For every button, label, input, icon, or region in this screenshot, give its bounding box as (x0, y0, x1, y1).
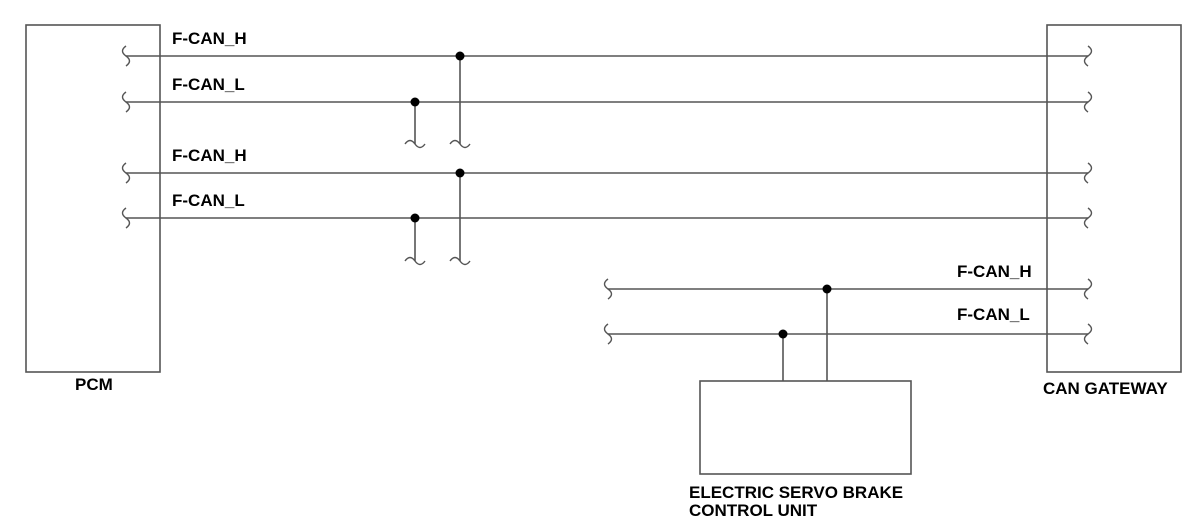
splice-node (455, 51, 465, 61)
wire-label-f-can-h: F-CAN_H (172, 146, 247, 165)
wire-break-icon (121, 45, 131, 67)
wire-break-icon (121, 207, 131, 229)
wire-break-icon (449, 256, 471, 266)
wire-label-f-can-l: F-CAN_L (172, 75, 245, 94)
can-gateway-box (1046, 24, 1182, 373)
wire-break-icon (1083, 91, 1093, 113)
splice-node (455, 168, 465, 178)
splice-node (822, 284, 832, 294)
esb-control-unit-label-line1: ELECTRIC SERVO BRAKE (689, 483, 903, 502)
can-gateway-label: CAN GATEWAY (1043, 379, 1168, 398)
wire-label-f-can-h: F-CAN_H (172, 29, 247, 48)
esb-control-unit-label-line2: CONTROL UNIT (689, 501, 818, 520)
wire-break-icon (1083, 278, 1093, 300)
wire-break-icon (1083, 162, 1093, 184)
wire-break-icon (603, 323, 613, 345)
wire-break-icon (1083, 323, 1093, 345)
pcm-box (25, 24, 161, 373)
wire-label-f-can-l: F-CAN_L (957, 305, 1030, 324)
wire-break-icon (1083, 45, 1093, 67)
splice-node (410, 213, 420, 223)
wire-break-icon (404, 139, 426, 149)
wire-break-icon (404, 256, 426, 266)
wire-label-f-can-h: F-CAN_H (957, 262, 1032, 281)
wire-label-f-can-l: F-CAN_L (172, 191, 245, 210)
wire-break-icon (121, 91, 131, 113)
pcm-label: PCM (75, 375, 113, 394)
splice-node (410, 97, 420, 107)
wire-break-icon (449, 139, 471, 149)
wire-break-icon (121, 162, 131, 184)
esb-control-unit-box (699, 380, 912, 475)
splice-node (778, 329, 788, 339)
wire-break-icon (1083, 207, 1093, 229)
wire-break-icon (603, 278, 613, 300)
